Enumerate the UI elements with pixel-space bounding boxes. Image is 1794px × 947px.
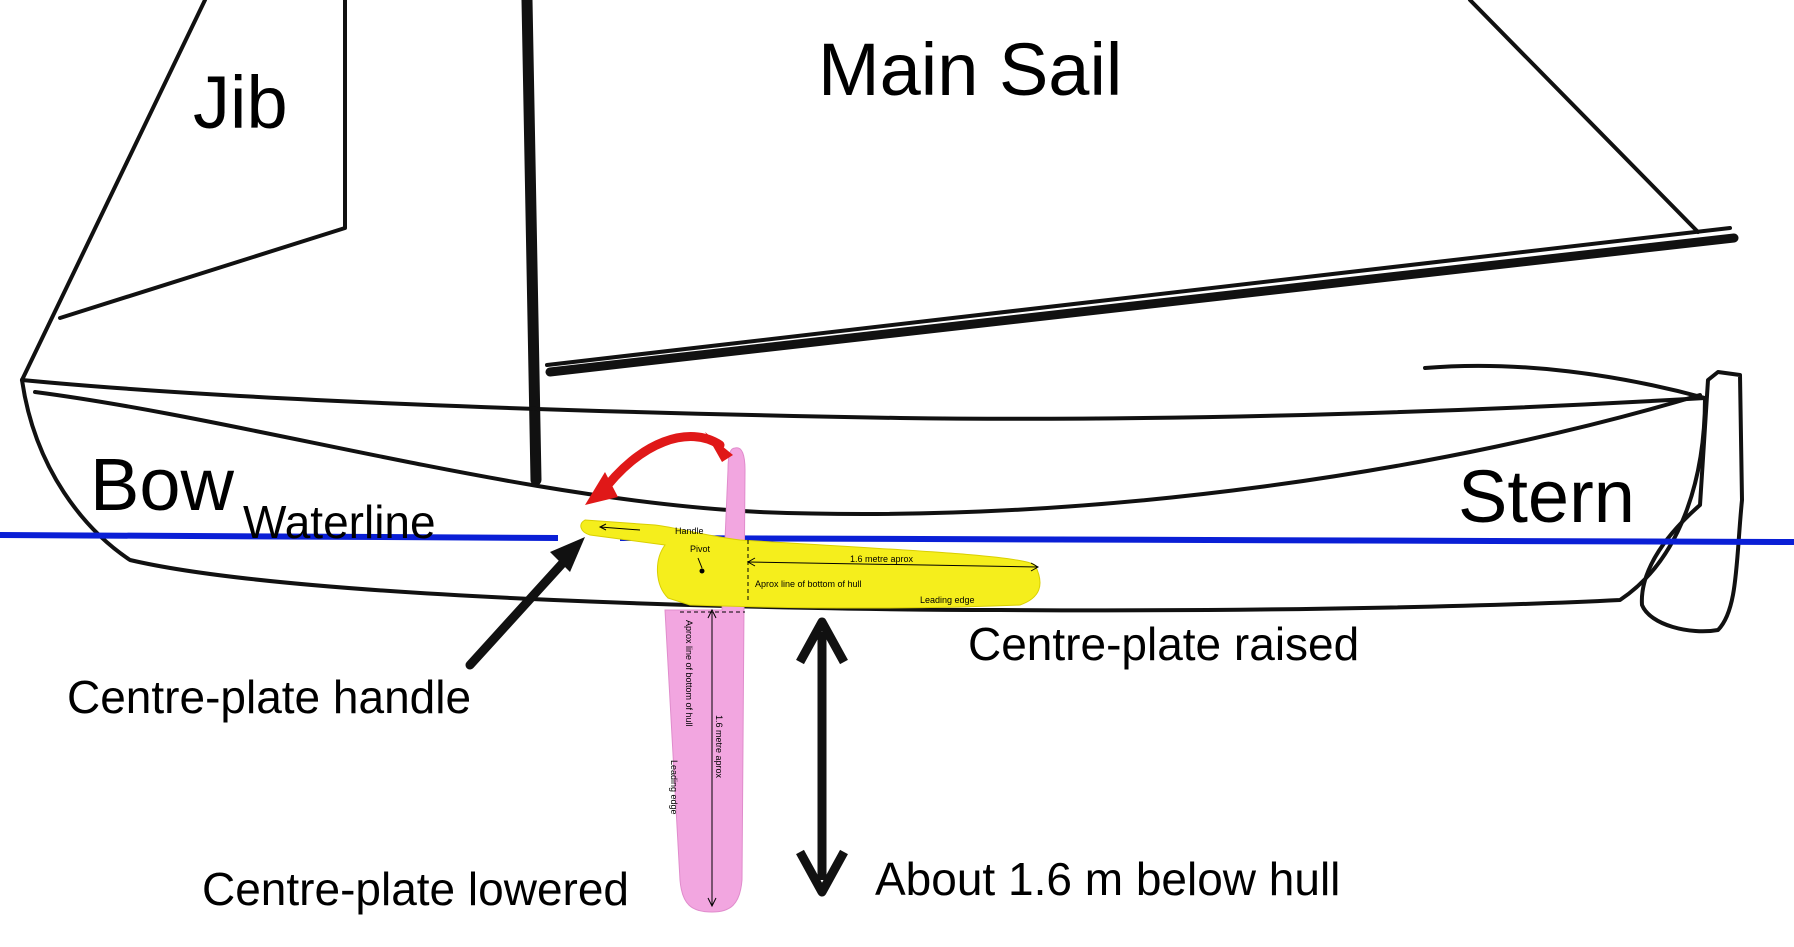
waterline bbox=[0, 532, 1794, 545]
boom bbox=[545, 233, 1739, 377]
mast bbox=[521, 0, 542, 486]
lowered-centreplate: 1.6 metre aprox Aprox line of bottom of … bbox=[664, 447, 746, 913]
centreplate-handle-label: Centre-plate handle bbox=[67, 671, 471, 723]
raised-pivot-label: Pivot bbox=[690, 544, 711, 554]
raised-handle-label: Handle bbox=[675, 526, 704, 536]
lowered-hull-line-label: Aprox line of bottom of hull bbox=[684, 620, 694, 727]
depth-note-label: About 1.6 m below hull bbox=[875, 853, 1340, 905]
raised-length-label: 1.6 metre aprox bbox=[850, 554, 914, 564]
jib-label: Jib bbox=[193, 61, 288, 144]
hull bbox=[20, 363, 1707, 613]
raised-hull-line-label: Aprox line of bottom of hull bbox=[755, 579, 862, 589]
jib-sail bbox=[20, 0, 347, 382]
rudder bbox=[1639, 370, 1744, 634]
waterline-label: Waterline bbox=[243, 496, 436, 548]
main-sail-label: Main Sail bbox=[818, 28, 1122, 111]
centreplate-lowered-label: Centre-plate lowered bbox=[202, 863, 629, 915]
raised-centreplate: Handle Pivot 1.6 metre aprox Aprox line … bbox=[580, 519, 1041, 609]
depth-arrow bbox=[796, 617, 848, 897]
lowered-length-label: 1.6 metre aprox bbox=[714, 715, 724, 779]
bow-label: Bow bbox=[90, 443, 235, 526]
stern-label: Stern bbox=[1458, 455, 1635, 538]
handle-pointer-arrow bbox=[465, 537, 585, 670]
raised-leading-edge-label: Leading edge bbox=[920, 595, 975, 605]
centreplate-raised-label: Centre-plate raised bbox=[968, 618, 1359, 670]
lowered-leading-edge-label: Leading edge bbox=[669, 760, 679, 815]
main-sail bbox=[545, 0, 1732, 367]
rotation-arrow bbox=[585, 432, 733, 505]
